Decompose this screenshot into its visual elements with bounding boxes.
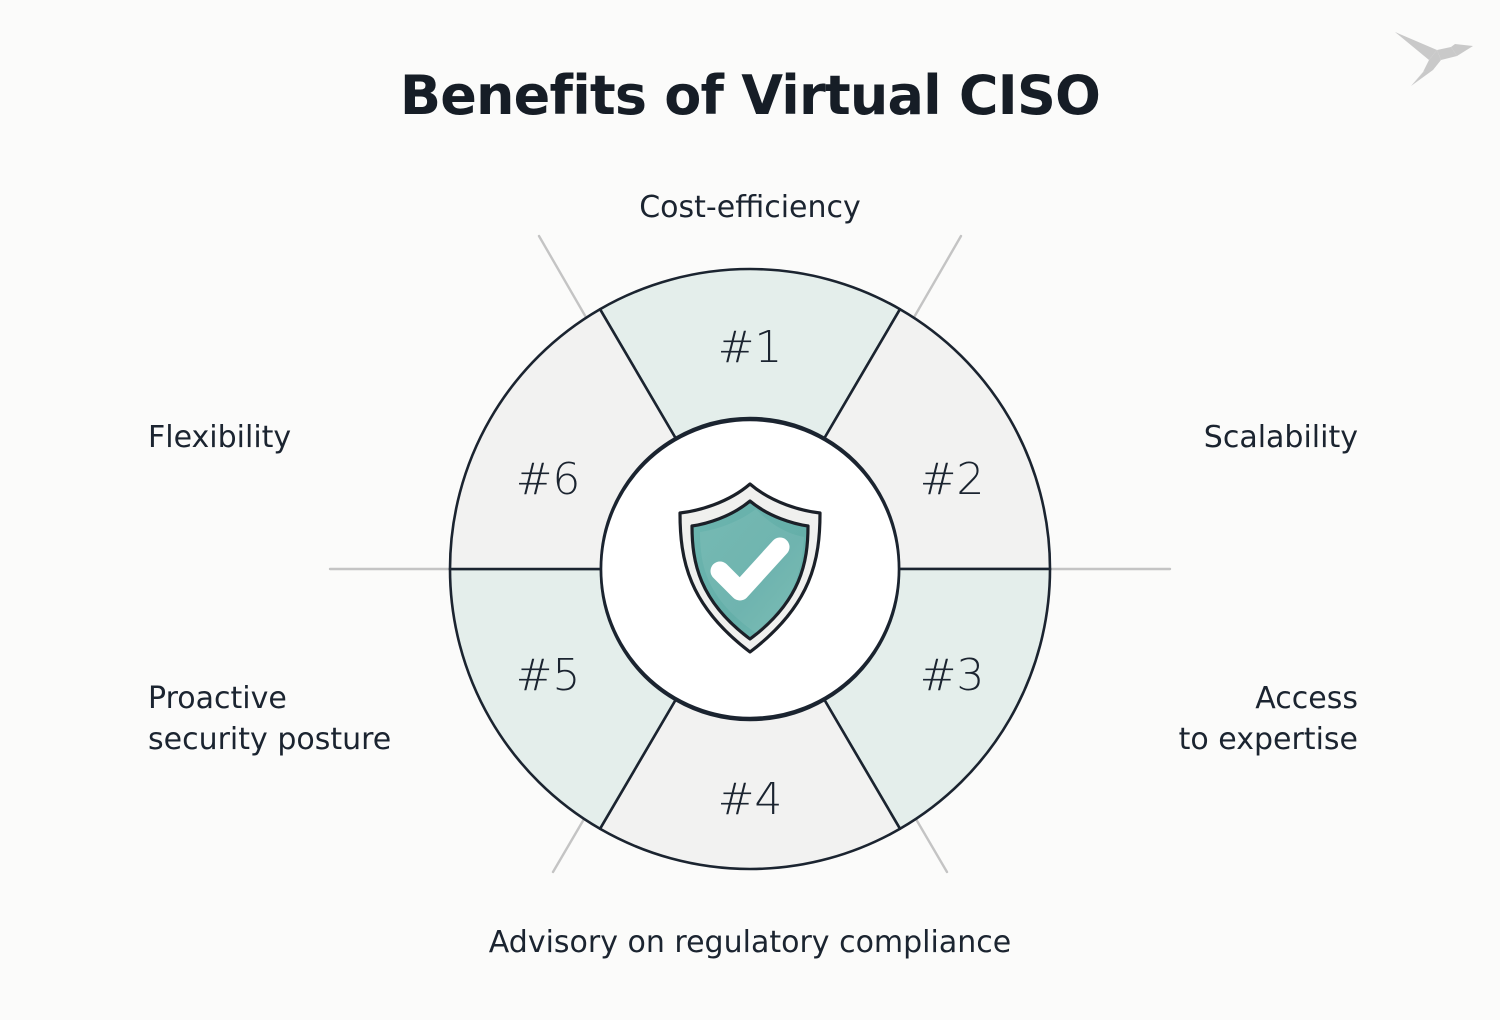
page-title: Benefits of Virtual CISO [399,64,1101,127]
segment-label-scalability: Scalability [1203,420,1358,455]
segment-number-3: #3 [920,650,985,701]
segment-number-2: #2 [920,454,985,505]
segment-number-1: #1 [718,322,783,373]
segment-label-flexibility: Flexibility [148,420,292,455]
donut-segment-4[interactable] [598,698,902,871]
segment-number-5: #5 [516,650,581,701]
segment-label-access-expertise: Access to expertise [1178,681,1358,758]
segment-label-advisory: Advisory on regulatory compliance [488,925,1012,960]
shield-check-icon [678,482,822,654]
donut-segment-1[interactable] [598,267,902,440]
origami-bird-logo [1385,14,1485,94]
segment-label-proactive-posture: Proactive security posture [148,681,392,758]
segment-number-4: #4 [718,774,783,825]
segment-label-cost-efficiency: Cost-efficiency [639,190,861,225]
segment-number-6: #6 [516,454,581,505]
